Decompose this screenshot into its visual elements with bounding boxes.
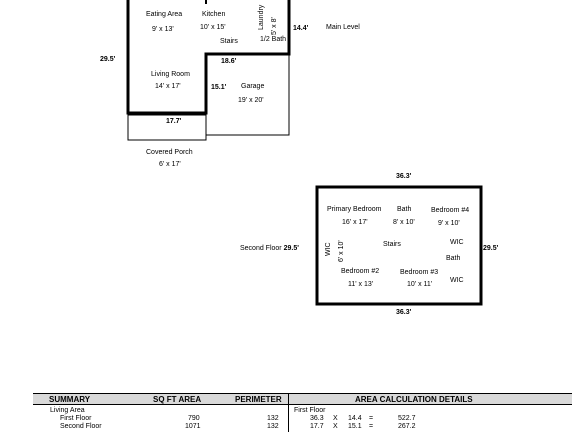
calc-title: First Floor (294, 407, 326, 414)
stairs-label: Stairs (220, 38, 238, 45)
main-level-label: Main Level (326, 24, 360, 31)
header-summary: SUMMARY (49, 395, 91, 404)
calc-2-b: 15.1 (348, 423, 362, 430)
porch-label: Covered Porch (146, 149, 193, 156)
wic-left-label: WIC (325, 242, 332, 256)
dim-top: 36.3' (396, 173, 412, 180)
calc-2-a: 17.7 (310, 423, 324, 430)
bedroom3-label: Bedroom #3 (400, 269, 439, 276)
porch-size: 6' x 17' (159, 161, 181, 168)
header-sqft: SQ FT AREA (153, 395, 202, 404)
calc-1-a: 36.3 (310, 415, 324, 422)
dim-bottom-2: 36.3' (396, 309, 412, 316)
dim-garage-left: 15.1' (211, 84, 227, 91)
living-area-label: Living Area (50, 407, 85, 414)
row-second-floor-sqft: 1071 (185, 423, 201, 430)
living-room-label: Living Room (151, 71, 190, 78)
living-room-size: 14' x 17' (155, 83, 181, 90)
dim-garage-top: 18.6' (221, 58, 237, 65)
summary-divider (288, 393, 289, 432)
covered-porch-outline (127, 114, 207, 141)
kitchen-label: Kitchen (202, 11, 226, 18)
row-first-floor-perimeter: 132 (267, 415, 279, 422)
bath1-label: Bath (397, 206, 412, 213)
summary-header-bar: SUMMARY SQ FT AREA PERIMETER AREA CALCUL… (33, 393, 572, 405)
calc-2-eq: = (369, 423, 374, 430)
calc-1-eq: = (369, 415, 374, 422)
dim-right: 14.4' (293, 25, 309, 32)
wic-right2-label: WIC (450, 277, 464, 284)
bedroom4-size: 9' x 10' (438, 220, 460, 227)
eating-area-label: Eating Area (146, 11, 183, 18)
half-bath-label: 1/2 Bath (260, 36, 287, 43)
kitchen-size: 10' x 15' (200, 24, 226, 31)
dim-left-2: 29.5' (283, 245, 299, 252)
row-first-floor-label: First Floor (60, 415, 92, 422)
eating-area-size: 9' x 13' (152, 26, 174, 33)
bedroom3-size: 10' x 11' (407, 281, 433, 288)
garage-outline (206, 53, 290, 136)
calc-1-result: 522.7 (398, 415, 416, 422)
main-house-outline (126, 0, 291, 115)
wic-left-size: 6' x 10' (338, 240, 345, 262)
second-floor-outline (315, 185, 483, 306)
wic-right1-label: WIC (450, 239, 464, 246)
bath1-size: 8' x 10' (393, 219, 415, 226)
bedroom2-label: Bedroom #2 (341, 268, 380, 275)
second-floor-title: Second Floor (240, 245, 282, 252)
bedroom4-label: Bedroom #4 (431, 207, 470, 214)
calc-1-op: X (333, 415, 338, 422)
calc-2-result: 267.2 (398, 423, 416, 430)
primary-bedroom-size: 16' x 17' (342, 219, 368, 226)
dim-bottom: 17.7' (166, 118, 182, 125)
bath2-label: Bath (446, 255, 461, 262)
header-perimeter: PERIMETER (235, 395, 282, 404)
dim-left: 29.5' (100, 56, 116, 63)
primary-bedroom-label: Primary Bedroom (327, 206, 382, 213)
stairs-2-label: Stairs (383, 241, 401, 248)
row-first-floor-sqft: 790 (188, 415, 200, 422)
garage-size: 19' x 20' (238, 97, 264, 104)
dim-right-2: 29.5' (483, 245, 499, 252)
row-second-floor-label: Second Floor (60, 423, 102, 430)
calc-1-b: 14.4 (348, 415, 362, 422)
bedroom2-size: 11' x 13' (348, 281, 374, 288)
second-floor-label: Second Floor 29.5' (240, 245, 299, 253)
garage-label: Garage (241, 83, 265, 90)
row-second-floor-perimeter: 132 (267, 423, 279, 430)
header-details: AREA CALCULATION DETAILS (355, 395, 473, 404)
calc-2-op: X (333, 423, 338, 430)
